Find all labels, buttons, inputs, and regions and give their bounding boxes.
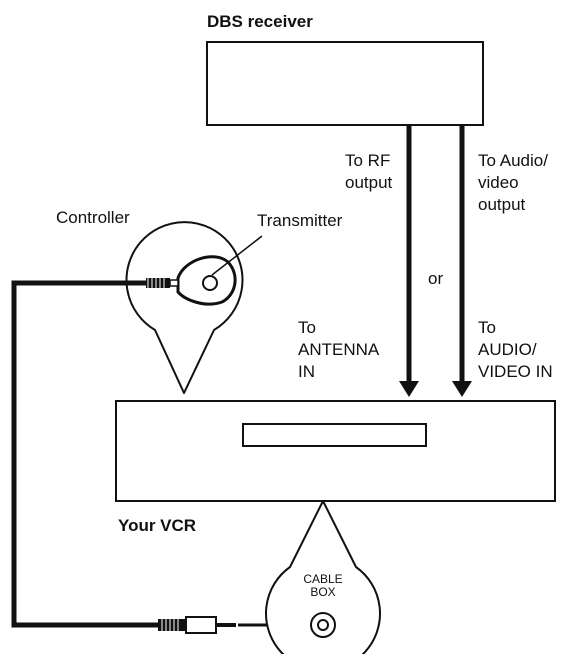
av-arrowhead <box>452 381 472 397</box>
to-antenna-in-label: To ANTENNA IN <box>298 318 380 381</box>
vcr-tape-slot <box>242 423 427 447</box>
to-rf-output-label: To RF output <box>345 151 393 192</box>
transmitter-label: Transmitter <box>257 211 343 230</box>
cable-box-jack-inner <box>317 619 329 631</box>
your-vcr-label: Your VCR <box>118 516 197 535</box>
rf-arrowhead <box>399 381 419 397</box>
controller-cable <box>11 280 158 628</box>
controller-jack <box>146 278 170 288</box>
cable-box-callout-bubble <box>265 500 381 654</box>
cable-box-label: CABLE BOX <box>303 572 343 599</box>
controller-callout-bubble <box>125 221 244 394</box>
or-label: or <box>428 269 444 288</box>
dbs-receiver-label: DBS receiver <box>207 12 313 31</box>
transmitter-lens <box>202 275 218 291</box>
transmitter-pointer <box>211 235 263 276</box>
to-av-output-label: To Audio/ video output <box>478 151 548 214</box>
dbs-receiver-box <box>206 41 484 126</box>
vcr-box <box>115 400 556 502</box>
to-av-in-label: To AUDIO/ VIDEO IN <box>478 318 553 381</box>
controller-label: Controller <box>56 208 130 227</box>
cable-plug <box>158 619 186 631</box>
